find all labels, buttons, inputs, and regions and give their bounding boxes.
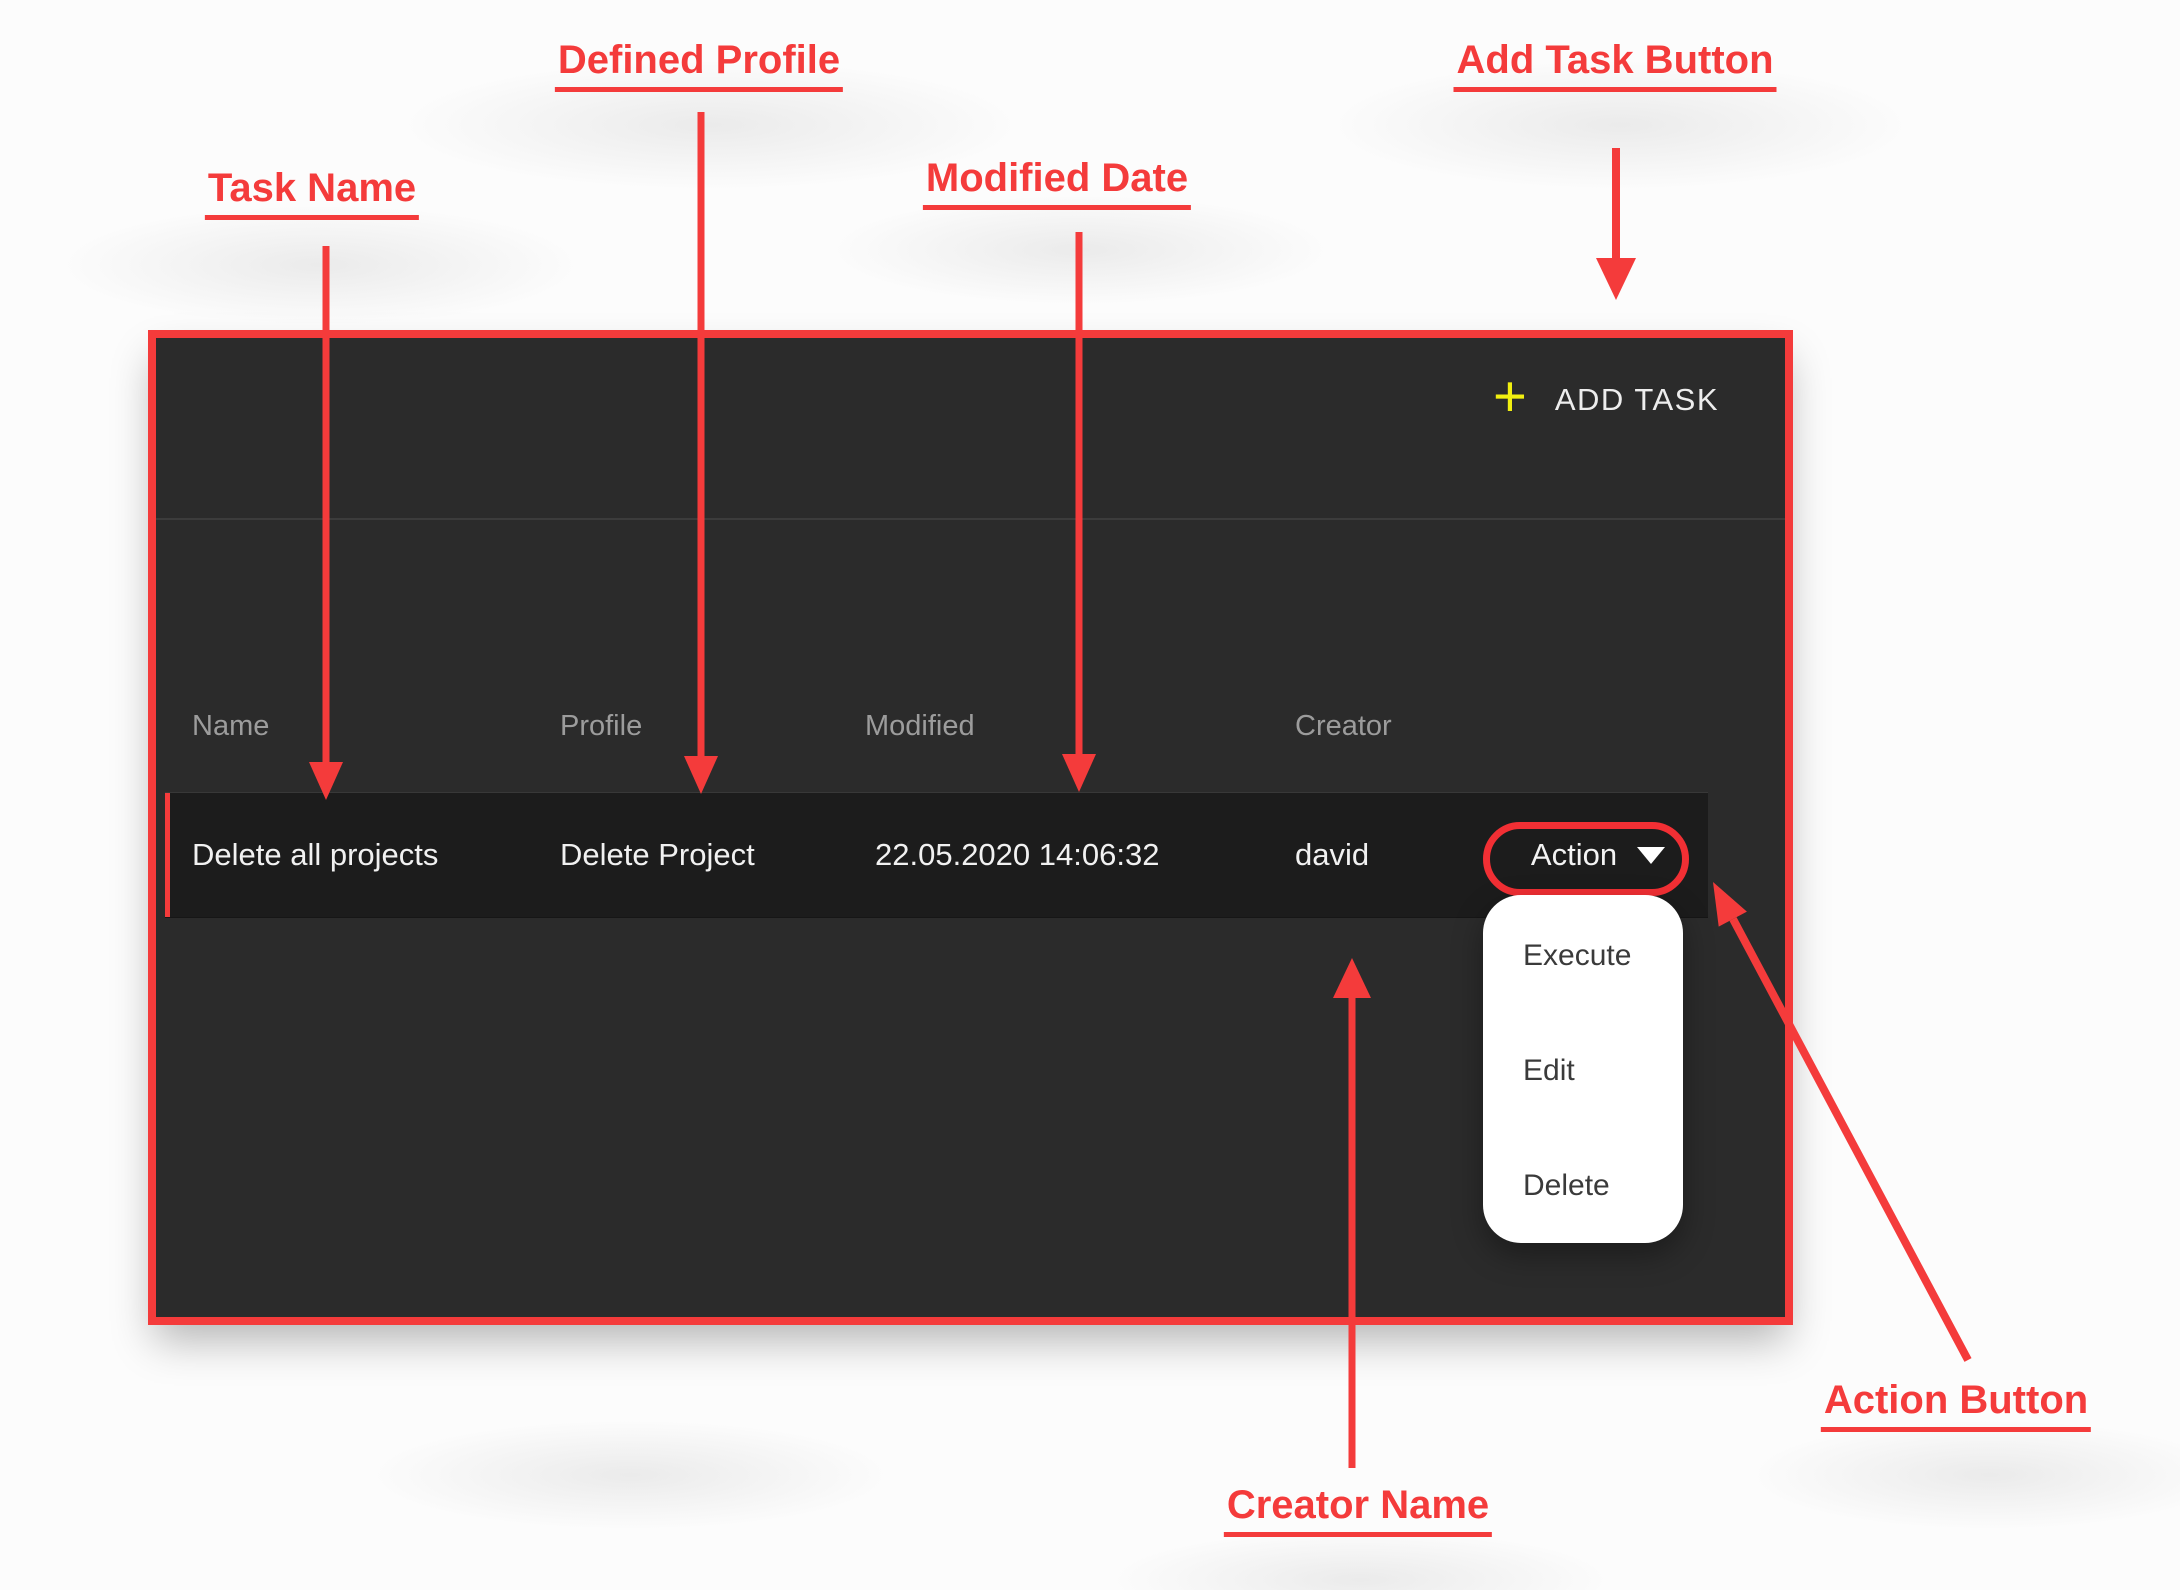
add-task-button-arrow bbox=[1596, 148, 1636, 300]
annotation-add-task-button: Add Task Button bbox=[1453, 38, 1777, 92]
add-task-label: ADD TASK bbox=[1554, 382, 1719, 417]
column-header-creator: Creator bbox=[1295, 710, 1392, 742]
annotation-modified-date: Modified Date bbox=[922, 156, 1192, 210]
task-name-cell: Delete all projects bbox=[192, 837, 439, 872]
action-dropdown-button[interactable]: Action bbox=[1510, 821, 1686, 889]
shadow-blob bbox=[830, 195, 1330, 305]
profile-cell: Delete Project bbox=[560, 837, 755, 872]
action-dropdown-menu: Execute Edit Delete bbox=[1483, 895, 1683, 1243]
column-header-modified: Modified bbox=[865, 710, 975, 742]
shadow-blob bbox=[370, 1420, 890, 1530]
annotation-defined-profile: Defined Profile bbox=[554, 38, 844, 92]
shadow-blob bbox=[1110, 1530, 1610, 1590]
task-list-panel: + ADD TASK Name Profile Modified Creator… bbox=[148, 330, 1793, 1325]
menu-item-edit[interactable]: Edit bbox=[1523, 1054, 1575, 1087]
annotation-creator-name: Creator Name bbox=[1223, 1483, 1493, 1537]
header-divider bbox=[156, 518, 1785, 520]
plus-icon: + bbox=[1492, 364, 1527, 429]
creator-cell: david bbox=[1295, 837, 1370, 872]
chevron-down-icon bbox=[1637, 846, 1666, 864]
menu-item-delete[interactable]: Delete bbox=[1523, 1169, 1610, 1202]
modified-cell: 22.05.2020 14:06:32 bbox=[875, 837, 1160, 872]
column-header-name: Name bbox=[192, 710, 270, 742]
annotation-task-name: Task Name bbox=[204, 166, 420, 220]
table-row[interactable]: Delete all projects Delete Project 22.05… bbox=[165, 793, 1708, 917]
column-header-profile: Profile bbox=[560, 710, 643, 742]
menu-item-execute[interactable]: Execute bbox=[1523, 939, 1632, 972]
shadow-blob bbox=[1750, 1420, 2180, 1530]
action-button-label: Action bbox=[1530, 837, 1618, 872]
shadow-blob bbox=[60, 205, 580, 325]
add-task-button[interactable]: + ADD TASK bbox=[1493, 360, 1719, 440]
annotation-action-button: Action Button bbox=[1820, 1378, 2092, 1432]
